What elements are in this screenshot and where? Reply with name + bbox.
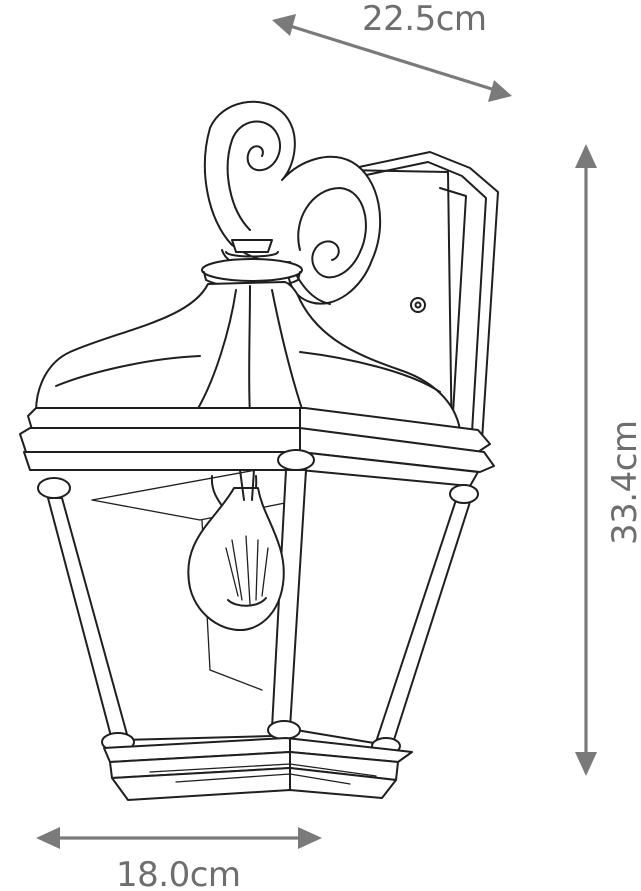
height-dimension: 33.4cm [575, 144, 641, 776]
lantern-base [101, 720, 413, 801]
lantern-canopy [35, 281, 461, 431]
depth-label: 22.5cm [362, 0, 487, 39]
width-dimension: 18.0cm [36, 827, 322, 891]
lantern-finial [201, 239, 303, 289]
mounting-screw [410, 297, 426, 313]
depth-dimension: 22.5cm [272, 0, 512, 102]
wall-lantern-drawing [19, 100, 499, 801]
width-label: 18.0cm [116, 855, 241, 891]
bulb-icon [187, 469, 285, 631]
height-label: 33.4cm [605, 420, 641, 545]
